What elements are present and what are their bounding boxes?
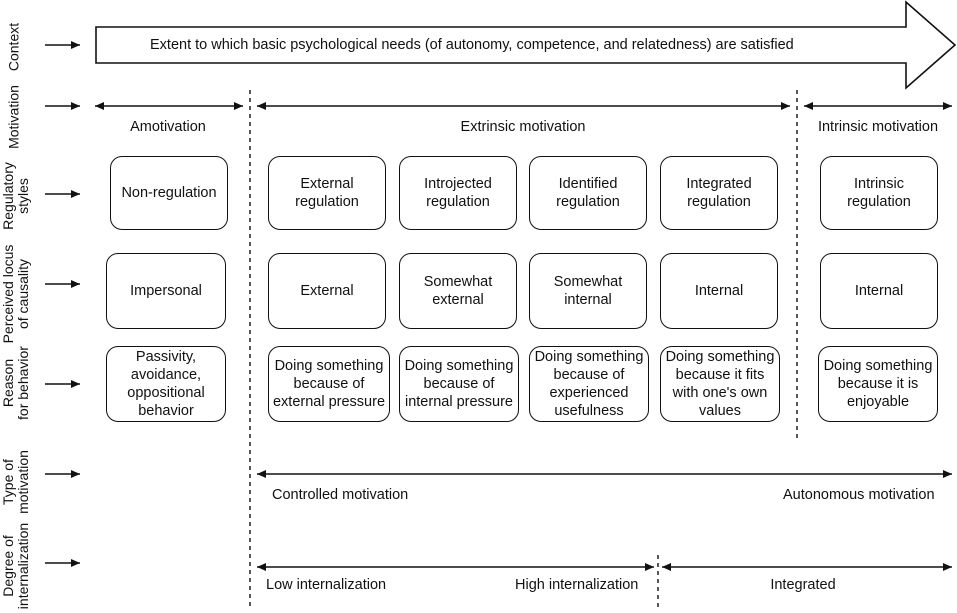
box-impersonal-text: Impersonal <box>130 283 202 299</box>
row-label-motivation: Motivation <box>5 85 22 149</box>
high-internalization-label: High internalization <box>515 577 639 593</box>
box-non-regulation-text: Non-regulation <box>121 185 217 201</box>
box-external-pressure-text: Doing something because of external pres… <box>272 358 386 410</box>
box-locus-external-text: External <box>300 283 354 299</box>
box-intrinsic-regulation-text: Intrinsic regulation <box>847 176 911 210</box>
box-integrated-regulation-text: Integrated regulation <box>686 176 752 210</box>
box-passivity-text: Passivity, avoidance, oppositional behav… <box>127 349 205 419</box>
box-locus-internal-intrinsic-text: Internal <box>854 283 904 299</box>
box-external-regulation-text: External regulation <box>295 176 359 210</box>
box-usefulness-text: Doing something because of experienced u… <box>534 349 644 419</box>
box-integrated-regulation: Integrated regulation <box>660 156 778 230</box>
row-label-regulatory-styles: Regulatory styles <box>0 162 31 230</box>
box-identified-regulation: Identified regulation <box>529 156 647 230</box>
box-identified-regulation-text: Identified regulation <box>556 176 620 210</box>
box-intrinsic-regulation: Intrinsic regulation <box>820 156 938 230</box>
box-external-regulation: External regulation <box>268 156 386 230</box>
autonomous-motivation-label: Autonomous motivation <box>783 487 935 503</box>
box-somewhat-external: Somewhat external <box>399 253 517 329</box>
box-locus-internal-integrated: Internal <box>660 253 778 329</box>
integrated-label: Integrated <box>770 577 836 593</box>
box-non-regulation: Non-regulation <box>110 156 228 230</box>
box-usefulness: Doing something because of experienced u… <box>529 346 649 422</box>
box-values: Doing something because it fits with one… <box>660 346 780 422</box>
context-text: Extent to which basic psychological need… <box>150 37 794 53</box>
controlled-motivation-label: Controlled motivation <box>272 487 409 503</box>
box-locus-internal-integrated-text: Internal <box>694 283 744 299</box>
box-somewhat-external-text: Somewhat external <box>423 274 493 308</box>
box-impersonal: Impersonal <box>106 253 226 329</box>
box-locus-internal-intrinsic: Internal <box>820 253 938 329</box>
box-external-pressure: Doing something because of external pres… <box>268 346 390 422</box>
box-locus-external: External <box>268 253 386 329</box>
intrinsic-motivation-label: Intrinsic motivation <box>817 119 939 135</box>
box-internal-pressure: Doing something because of internal pres… <box>399 346 519 422</box>
box-passivity: Passivity, avoidance, oppositional behav… <box>106 346 226 422</box>
row-label-context: Context <box>5 22 22 72</box>
row-label-reason: Reason for behavior <box>0 346 31 420</box>
box-enjoyable: Doing something because it is enjoyable <box>818 346 938 422</box>
low-internalization-label: Low internalization <box>266 577 387 593</box>
extrinsic-motivation-label: Extrinsic motivation <box>460 119 586 135</box>
box-values-text: Doing something because it fits with one… <box>665 349 775 419</box>
row-label-type: Type of motivation <box>0 450 31 514</box>
row-label-degree: Degree of internalization <box>0 522 31 610</box>
box-internal-pressure-text: Doing something because of internal pres… <box>404 358 514 410</box>
box-introjected-regulation-text: Introjected regulation <box>424 176 492 210</box>
context-arrow <box>95 0 957 90</box>
box-somewhat-internal-text: Somewhat internal <box>553 274 623 308</box>
box-introjected-regulation: Introjected regulation <box>399 156 517 230</box>
row-label-locus: Perceived locus of causality <box>0 244 31 344</box>
box-enjoyable-text: Doing something because it is enjoyable <box>823 358 933 410</box>
amotivation-label: Amotivation <box>130 119 206 135</box>
box-somewhat-internal: Somewhat internal <box>529 253 647 329</box>
